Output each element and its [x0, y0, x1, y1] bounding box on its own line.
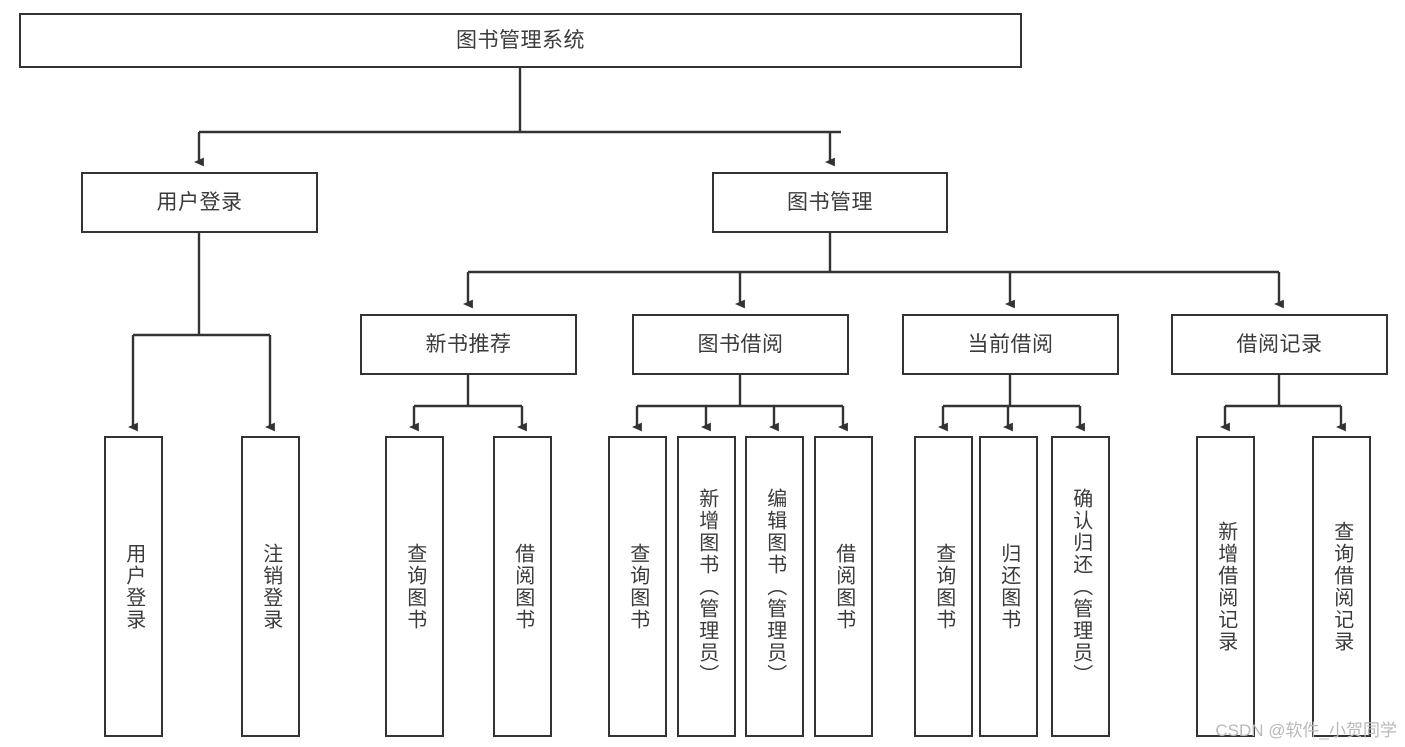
- node-leaf-return-book-label: 归还图书: [997, 542, 1020, 631]
- node-book-management[interactable]: 图书管理: [712, 172, 948, 233]
- node-leaf-query-book-3-label: 查询图书: [932, 542, 955, 631]
- node-root-label: 图书管理系统: [456, 28, 585, 52]
- node-leaf-query-record[interactable]: 查询借阅记录: [1312, 436, 1371, 737]
- node-borrow-record[interactable]: 借阅记录: [1171, 314, 1388, 375]
- node-leaf-borrow-book-1-label: 借阅图书: [511, 542, 534, 631]
- node-borrow-record-label: 借阅记录: [1236, 332, 1323, 356]
- node-leaf-return-book[interactable]: 归还图书: [979, 436, 1038, 737]
- node-leaf-query-book-1-label: 查询图书: [403, 542, 426, 631]
- node-leaf-logout-login[interactable]: 注销登录: [241, 436, 300, 737]
- node-current-borrow-label: 当前借阅: [967, 332, 1054, 356]
- node-user-login[interactable]: 用户登录: [81, 172, 318, 233]
- node-leaf-user-login[interactable]: 用户登录: [104, 436, 163, 737]
- node-leaf-query-book-3[interactable]: 查询图书: [914, 436, 973, 737]
- node-new-book-recommend[interactable]: 新书推荐: [360, 314, 577, 375]
- node-book-management-label: 图书管理: [787, 190, 873, 214]
- node-leaf-borrow-book-1[interactable]: 借阅图书: [493, 436, 552, 737]
- node-user-login-label: 用户登录: [156, 190, 243, 214]
- node-leaf-add-book[interactable]: 新增图书（管理员）: [677, 436, 736, 737]
- node-root[interactable]: 图书管理系统: [19, 13, 1022, 68]
- node-book-borrow-label: 图书借阅: [697, 332, 784, 356]
- node-leaf-borrow-book-2[interactable]: 借阅图书: [814, 436, 873, 737]
- node-book-borrow[interactable]: 图书借阅: [632, 314, 849, 375]
- watermark-text: CSDN @软件_小贺同学: [1215, 721, 1397, 740]
- node-leaf-add-record[interactable]: 新增借阅记录: [1196, 436, 1255, 737]
- node-leaf-add-record-label: 新增借阅记录: [1214, 520, 1237, 653]
- node-leaf-query-book-2[interactable]: 查询图书: [608, 436, 667, 737]
- node-leaf-query-book-2-label: 查询图书: [626, 542, 649, 631]
- node-leaf-add-book-label: 新增图书（管理员）: [695, 487, 718, 686]
- node-leaf-confirm-return[interactable]: 确认归还（管理员）: [1051, 436, 1110, 737]
- node-new-book-recommend-label: 新书推荐: [425, 332, 512, 356]
- node-leaf-query-record-label: 查询借阅记录: [1330, 520, 1353, 653]
- node-leaf-confirm-return-label: 确认归还（管理员）: [1069, 487, 1092, 686]
- node-current-borrow[interactable]: 当前借阅: [902, 314, 1119, 375]
- node-leaf-query-book-1[interactable]: 查询图书: [385, 436, 444, 737]
- node-leaf-borrow-book-2-label: 借阅图书: [832, 542, 855, 631]
- node-leaf-logout-login-label: 注销登录: [259, 542, 282, 631]
- node-leaf-user-login-label: 用户登录: [122, 542, 145, 631]
- node-leaf-edit-book[interactable]: 编辑图书（管理员）: [745, 436, 804, 737]
- node-leaf-edit-book-label: 编辑图书（管理员）: [763, 487, 786, 686]
